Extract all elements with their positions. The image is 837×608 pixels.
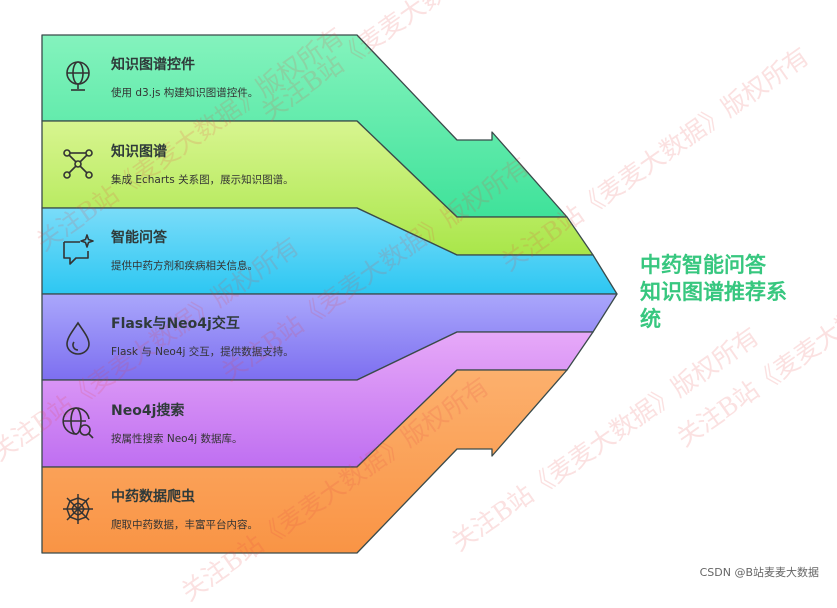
spider-web-icon	[60, 491, 96, 527]
chat-sparkle-icon	[60, 232, 96, 268]
layer-title: 中药数据爬虫	[111, 489, 195, 505]
layer-description: 集成 Echarts 关系图，展示知识图谱。	[111, 174, 294, 186]
target-title-line: 知识图谱推荐系	[640, 280, 787, 304]
funnel-diagram	[41, 34, 618, 554]
layer-description: 提供中药方剂和疾病相关信息。	[111, 260, 258, 272]
flask-drop-icon	[60, 320, 96, 356]
network-graph-icon	[60, 146, 96, 182]
layer-title: 智能问答	[111, 230, 167, 246]
layer-title: Neo4j搜索	[111, 403, 185, 419]
layer-title: 知识图谱控件	[111, 57, 195, 73]
layer-title: 知识图谱	[111, 144, 167, 160]
target-title-line: 中药智能问答	[640, 253, 766, 277]
layer-description: 爬取中药数据，丰富平台内容。	[111, 519, 258, 531]
layer-description: Flask 与 Neo4j 交互，提供数据支持。	[111, 346, 294, 358]
target-system-title: 中药智能问答 知识图谱推荐系 统	[640, 252, 825, 333]
target-title-line: 统	[640, 307, 661, 331]
layer-band-6	[41, 369, 568, 554]
layer-description: 使用 d3.js 构建知识图谱控件。	[111, 87, 259, 99]
web-search-icon	[60, 404, 96, 440]
footer-credit: CSDN @B站麦麦大数据	[699, 566, 819, 579]
layer-title: Flask与Neo4j交互	[111, 316, 240, 332]
globe-icon	[60, 58, 96, 94]
layer-description: 按属性搜索 Neo4j 数据库。	[111, 433, 243, 445]
